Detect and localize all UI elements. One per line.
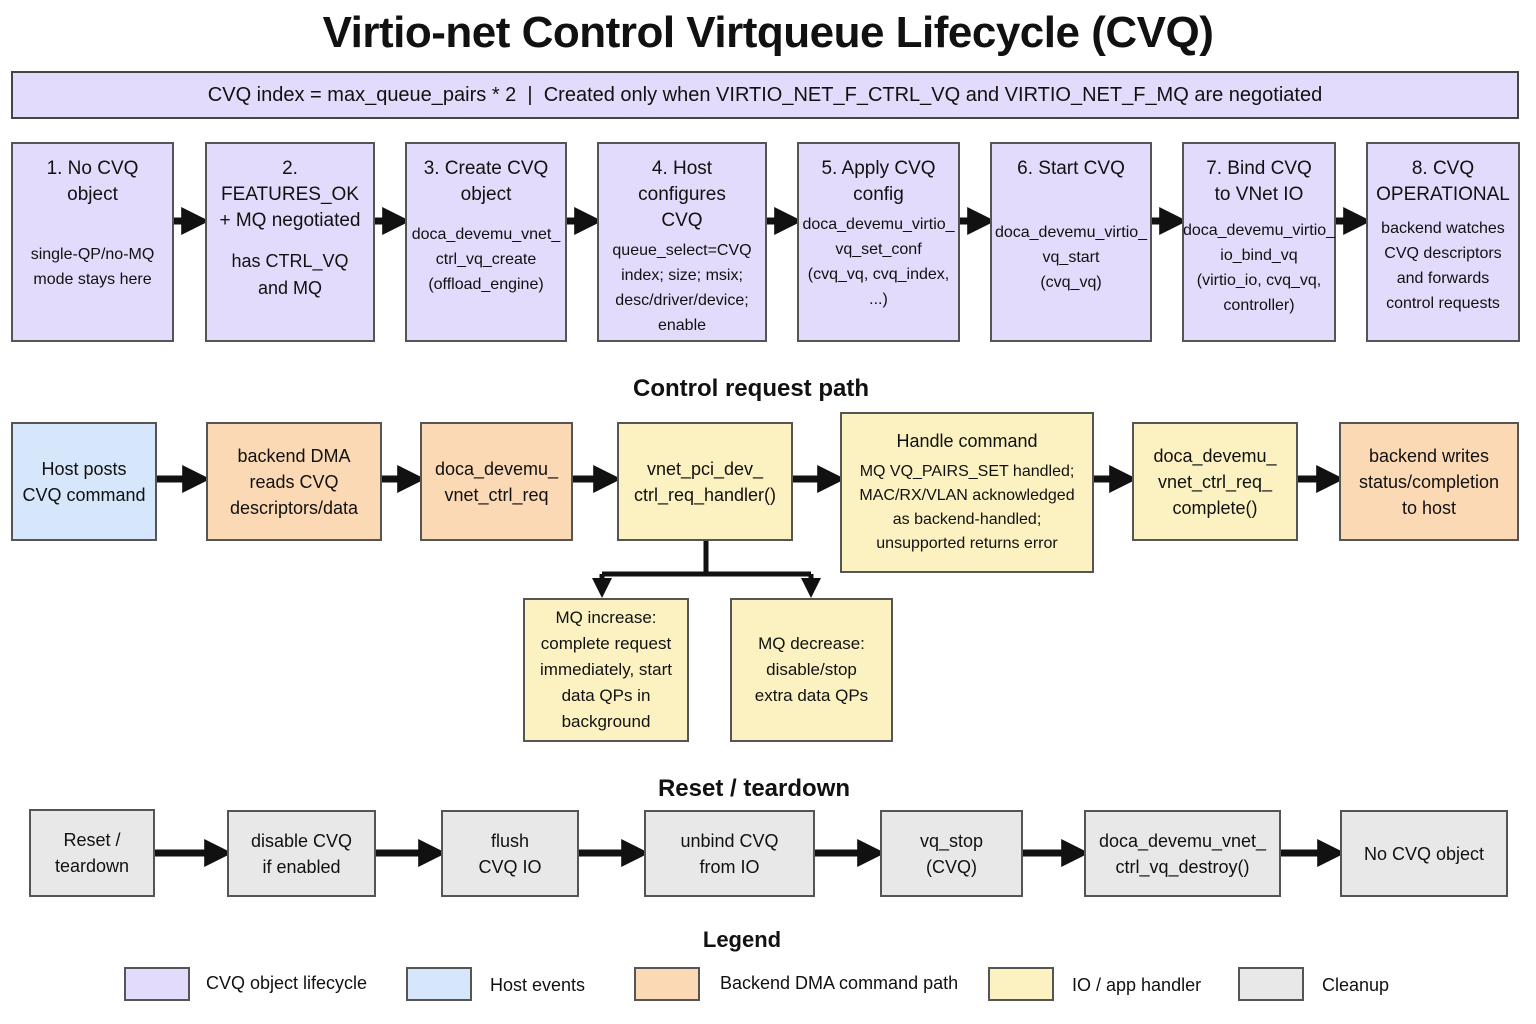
- td-node-text: doca_devemu_vnet_ ctrl_vq_destroy(): [1098, 830, 1267, 877]
- legend-title: Legend: [702, 927, 782, 952]
- lifecycle-step-body: doca_devemu_vnet_ ctrl_vq_create (offloa…: [411, 226, 561, 293]
- cp-node-head: Handle command: [896, 431, 1038, 451]
- lifecycle-step-head: 4. Host configures CVQ: [638, 158, 726, 231]
- info-banner: CVQ index = max_queue_pairs * 2 | Create…: [11, 71, 1519, 119]
- teardown-title: Reset / teardown: [657, 775, 851, 802]
- cp-node-text: backend DMA reads CVQ descriptors/data: [229, 445, 359, 518]
- cp-handle-command: Handle command MQ VQ_PAIRS_SET handled; …: [840, 412, 1094, 573]
- legend-label-cleanup: Cleanup: [1322, 975, 1390, 995]
- cp-node-text: Host posts CVQ command: [22, 458, 146, 505]
- legend-label-lifecycle: CVQ object lifecycle: [206, 973, 368, 993]
- lifecycle-step-4: 4. Host configures CVQ queue_select=CVQ …: [597, 142, 767, 342]
- lifecycle-step-body: single-QP/no-MQ mode stays here: [30, 246, 155, 288]
- cp-node-text: vnet_pci_dev_ ctrl_req_handler(): [633, 458, 777, 505]
- cp-req-handler: vnet_pci_dev_ ctrl_req_handler(): [617, 422, 793, 541]
- td-node-text: No CVQ object: [1363, 843, 1485, 864]
- branch-mq-decrease: MQ decrease: disable/stop extra data QPs: [730, 598, 893, 742]
- td-node-text: unbind CVQ from IO: [680, 830, 779, 877]
- legend-swatch-lifecycle: [124, 967, 190, 1001]
- td-node-text: flush CVQ IO: [478, 830, 542, 877]
- lifecycle-step-body: doca_devemu_virtio_ vq_start (cvq_vq): [994, 224, 1148, 291]
- lifecycle-step-1: 1. No CVQ object single-QP/no-MQ mode st…: [11, 142, 174, 342]
- lifecycle-step-head: 1. No CVQ object: [46, 158, 139, 205]
- branch-text: MQ increase: complete request immediatel…: [540, 608, 672, 731]
- lifecycle-step-head: 5. Apply CVQ config: [821, 158, 936, 205]
- lifecycle-step-head: 8. CVQ OPERATIONAL: [1376, 158, 1510, 205]
- lifecycle-step-8: 8. CVQ OPERATIONAL backend watches CVQ d…: [1366, 142, 1520, 342]
- lifecycle-step-head: 7. Bind CVQ to VNet IO: [1206, 158, 1312, 205]
- branch-mq-increase: MQ increase: complete request immediatel…: [523, 598, 689, 742]
- lifecycle-step-body: has CTRL_VQ and MQ: [231, 251, 349, 298]
- legend-swatch-dma: [634, 967, 700, 1001]
- td-unbind-cvq: unbind CVQ from IO: [644, 810, 815, 897]
- legend-swatch-cleanup: [1238, 967, 1304, 1001]
- lifecycle-step-2: 2. FEATURES_OK + MQ negotiated has CTRL_…: [205, 142, 375, 342]
- lifecycle-step-head: 3. Create CVQ object: [423, 158, 549, 205]
- lifecycle-step-7: 7. Bind CVQ to VNet IO doca_devemu_virti…: [1182, 142, 1336, 342]
- td-disable-cvq: disable CVQ if enabled: [227, 810, 376, 897]
- legend-label-host: Host events: [490, 975, 586, 995]
- td-no-cvq-object: No CVQ object: [1340, 810, 1508, 897]
- legend-label-io: IO / app handler: [1072, 975, 1202, 995]
- cp-backend-dma-reads: backend DMA reads CVQ descriptors/data: [206, 422, 382, 541]
- cp-host-posts: Host posts CVQ command: [11, 422, 157, 541]
- lifecycle-step-head: 6. Start CVQ: [1017, 158, 1125, 179]
- page-title: Virtio-net Control Virtqueue Lifecycle (…: [322, 8, 1214, 57]
- lifecycle-step-6: 6. Start CVQ doca_devemu_virtio_ vq_star…: [990, 142, 1152, 342]
- td-vq-stop: vq_stop (CVQ): [880, 810, 1023, 897]
- cp-node-text: doca_devemu_ vnet_ctrl_req: [434, 458, 559, 505]
- td-node-text: disable CVQ if enabled: [250, 830, 353, 877]
- lifecycle-step-body: doca_devemu_virtio_ vq_set_conf (cvq_vq,…: [802, 216, 955, 308]
- cp-node-text: backend writes status/completion to host: [1358, 445, 1500, 518]
- cp-node-text: doca_devemu_ vnet_ctrl_req_ complete(): [1153, 445, 1277, 518]
- lifecycle-step-body: queue_select=CVQ index; size; msix; desc…: [612, 242, 752, 334]
- cp-node-text: MQ VQ_PAIRS_SET handled; MAC/RX/VLAN ack…: [859, 463, 1075, 552]
- td-reset: Reset / teardown: [29, 809, 155, 897]
- cp-backend-writes: backend writes status/completion to host: [1339, 422, 1519, 541]
- control-path-title: Control request path: [632, 375, 869, 402]
- td-flush-io: flush CVQ IO: [441, 810, 579, 897]
- cp-req-complete: doca_devemu_ vnet_ctrl_req_ complete(): [1132, 422, 1298, 541]
- lifecycle-step-3: 3. Create CVQ object doca_devemu_vnet_ c…: [405, 142, 567, 342]
- td-ctrl-vq-destroy: doca_devemu_vnet_ ctrl_vq_destroy(): [1084, 810, 1281, 897]
- lifecycle-step-5: 5. Apply CVQ config doca_devemu_virtio_ …: [797, 142, 960, 342]
- lifecycle-step-body: backend watches CVQ descriptors and forw…: [1381, 220, 1505, 312]
- cp-ctrl-req: doca_devemu_ vnet_ctrl_req: [420, 422, 573, 541]
- legend-swatch-io: [988, 967, 1054, 1001]
- legend-swatch-host: [406, 967, 472, 1001]
- branch-text: MQ decrease: disable/stop extra data QPs: [754, 634, 869, 705]
- lifecycle-step-head: 2. FEATURES_OK + MQ negotiated: [219, 158, 361, 231]
- td-node-text: vq_stop (CVQ): [919, 830, 984, 877]
- lifecycle-step-body: doca_devemu_virtio_ io_bind_vq (virtio_i…: [1182, 222, 1336, 314]
- td-node-text: Reset / teardown: [54, 830, 130, 876]
- legend-label-dma: Backend DMA command path: [720, 973, 959, 993]
